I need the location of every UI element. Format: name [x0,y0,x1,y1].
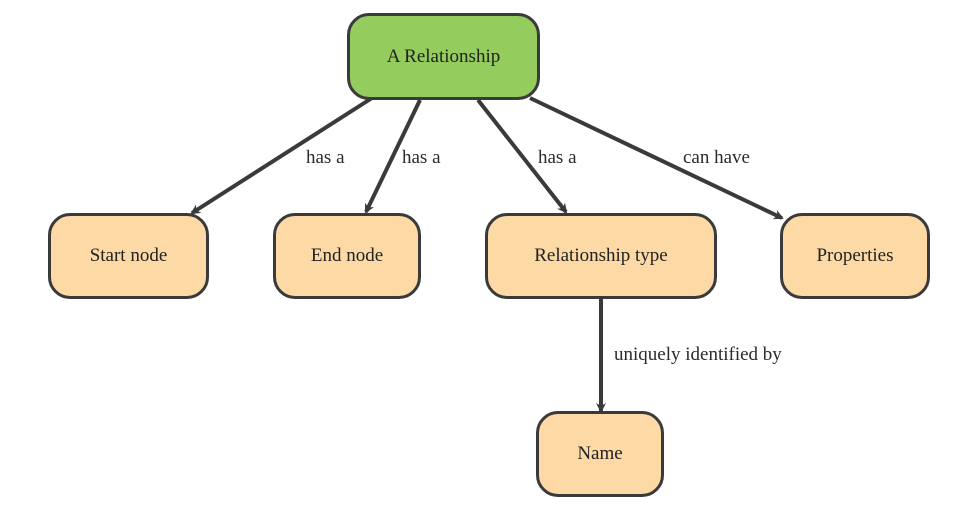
node-start-node: Start node [48,213,209,299]
node-a-relationship: A Relationship [347,13,540,100]
node-name: Name [536,411,664,497]
edge-label-end-node: has a [402,147,441,168]
node-relationship-type: Relationship type [485,213,717,299]
node-properties: Properties [780,213,930,299]
edge-label-properties: can have [683,147,750,168]
edge-label-name: uniquely identified by [614,344,782,365]
edge-root-to-start-node [190,96,374,215]
edge-root-to-relationship-type [476,98,568,214]
node-end-node: End node [273,213,421,299]
edge-root-to-end-node [364,99,422,214]
edge-label-relationship-type: has a [538,147,577,168]
edge-root-to-properties [529,96,784,220]
edge-label-start-node: has a [306,147,345,168]
